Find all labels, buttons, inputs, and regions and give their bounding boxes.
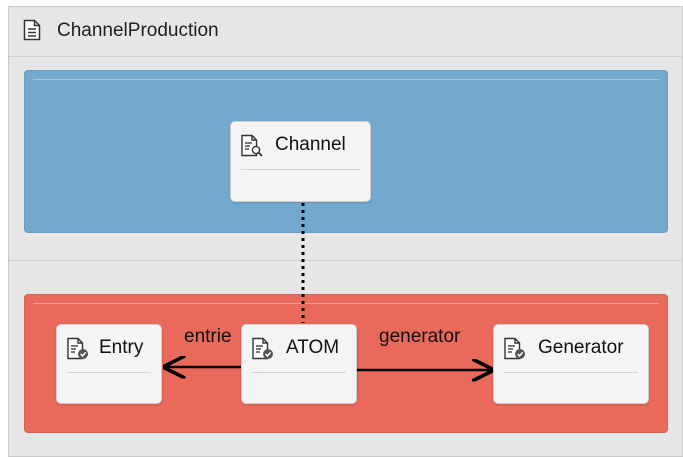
node-generator[interactable]: Generator xyxy=(493,324,649,404)
lane-divider xyxy=(9,260,682,261)
document-search-icon xyxy=(241,134,263,157)
document-icon xyxy=(23,19,41,41)
document-check-icon xyxy=(252,337,273,360)
node-atom[interactable]: ATOM xyxy=(241,324,357,404)
edge-label-generator: generator xyxy=(379,326,461,347)
document-check-icon xyxy=(504,337,525,360)
edge-label-entries: entrie xyxy=(184,326,232,347)
node-entry[interactable]: Entry xyxy=(56,324,162,404)
panel-header: ChannelProduction xyxy=(9,7,682,57)
node-channel[interactable]: Channel xyxy=(230,121,371,202)
node-generator-label: Generator xyxy=(538,337,624,358)
node-atom-label: ATOM xyxy=(286,337,340,358)
node-channel-label: Channel xyxy=(275,134,346,155)
document-check-icon xyxy=(67,337,88,360)
node-entry-label: Entry xyxy=(99,337,144,358)
page-title: ChannelProduction xyxy=(57,20,219,41)
